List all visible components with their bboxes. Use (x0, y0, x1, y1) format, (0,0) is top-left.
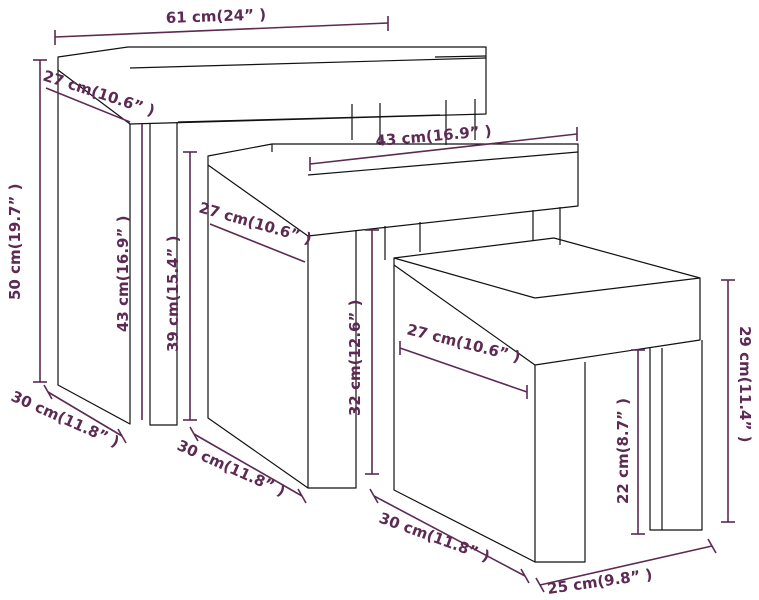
small-inner-height-label: 22 cm(8.7” ) (614, 398, 632, 504)
dimension-lines (33, 16, 735, 593)
large-height-label: 50 cm(19.7” ) (6, 184, 24, 300)
medium-top-depth-label: 27 cm(10.6” ) (197, 199, 314, 248)
medium-table (207, 143, 579, 489)
large-depth-label: 30 cm(11.8” ) (8, 387, 122, 451)
large-table (57, 46, 487, 426)
medium-height-label: 39 cm(15.4” ) (164, 236, 182, 352)
dimension-labels: 61 cm(24” ) 27 cm(10.6” ) 50 cm(19.7” ) … (6, 6, 754, 598)
medium-inner-height-label: 32 cm(12.6” ) (346, 300, 364, 416)
large-width-label: 61 cm(24” ) (166, 6, 267, 27)
small-depth-label: 30 cm(11.8” ) (377, 509, 493, 566)
medium-depth-label: 30 cm(11.8” ) (174, 436, 288, 500)
small-top-depth-label: 27 cm(10.6” ) (405, 320, 522, 366)
small-width-label: 25 cm(9.8” ) (546, 565, 653, 598)
small-height-label: 29 cm(11.4” ) (736, 326, 754, 442)
large-inner-height-label: 43 cm(16.9” ) (114, 216, 132, 332)
small-table (393, 237, 703, 563)
